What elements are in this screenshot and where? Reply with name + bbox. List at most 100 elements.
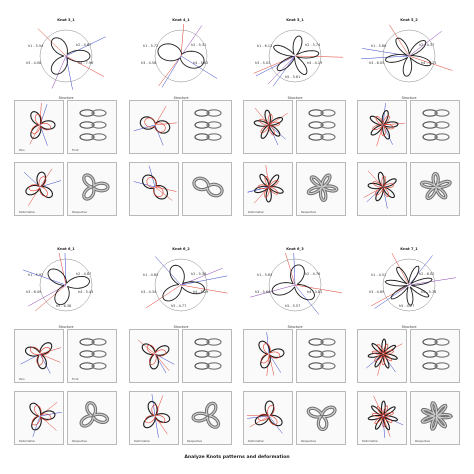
boundary-circle <box>39 258 93 312</box>
knot-title: Knot 6_3 <box>286 247 304 251</box>
deformation-panel: Deformation <box>357 391 407 445</box>
panel-caption: Deformation <box>362 440 379 443</box>
knot-curve <box>50 37 91 75</box>
deformation-panel: Deformation <box>243 391 293 445</box>
boundary-circle <box>39 29 93 83</box>
knot-title: Knot 3_1 <box>57 18 75 22</box>
height-label: h1 - 5.54 <box>28 44 43 48</box>
guide-line <box>65 55 73 90</box>
boundary-circle <box>268 29 322 83</box>
knot-title: Knot 7_1 <box>400 247 418 251</box>
panel-caption: Front <box>72 378 79 381</box>
front-view-panel: Front <box>67 100 117 154</box>
perspective-panel: Perspective <box>67 162 117 216</box>
section-label: Structure <box>287 96 303 100</box>
deformation-panel: Deformation <box>14 162 64 216</box>
height-label: h1 - 5.92 <box>28 273 43 277</box>
panel-caption: Perspective <box>187 440 203 443</box>
height-label: h1 - 6.13 <box>257 44 272 48</box>
guide-line <box>35 284 67 312</box>
height-label: h2 - 5.36 <box>191 272 206 276</box>
section-label: Structure <box>401 96 417 100</box>
knot-curve <box>385 37 432 77</box>
perspective-panel: Perspective <box>410 391 460 445</box>
knot-title: Knot 6_1 <box>57 247 75 251</box>
guide-line <box>51 55 67 89</box>
boundary-circle <box>382 29 436 83</box>
height-label: h3 - 4.58 <box>141 61 156 65</box>
deformation-panel: Deformation <box>243 162 293 216</box>
guide-line <box>285 253 296 286</box>
boundary-circle <box>382 258 436 312</box>
perspective-panel: Perspective <box>67 391 117 445</box>
height-label: h5 - 5.61 <box>285 75 300 79</box>
front-view-panel <box>182 100 232 154</box>
height-label: h3 - 5.02 <box>255 61 270 65</box>
perspective-panel <box>410 162 460 216</box>
guide-line <box>180 275 228 286</box>
guide-line <box>389 24 410 57</box>
guide-line <box>255 55 296 77</box>
section-label: Structure <box>287 325 303 329</box>
height-label: h3 - 4.34 <box>141 290 156 294</box>
plan-view-panel <box>129 100 179 154</box>
panel-caption: Perspective <box>301 440 317 443</box>
guide-line <box>253 55 296 74</box>
structure-diagram: h1 - 5.54 h2 - 4.87 h3 - 4.08 h4 - 7.96 <box>26 28 106 90</box>
knot-title: Knot 4_1 <box>172 18 190 22</box>
knot-title: Knot 6_2 <box>172 247 190 251</box>
plan-view-panel <box>243 100 293 154</box>
height-label: h2 - 4.87 <box>76 43 91 47</box>
guide-line <box>37 28 67 57</box>
plan-view-panel <box>357 100 407 154</box>
section-label: Structure <box>58 96 74 100</box>
height-label: h2 - 4.76 <box>305 272 320 276</box>
boundary-circle <box>154 258 208 312</box>
deformation-panel <box>129 162 179 216</box>
plan-view-panel <box>129 329 179 383</box>
front-view-panel <box>182 329 232 383</box>
guide-line <box>294 284 342 294</box>
front-view-panel <box>410 329 460 383</box>
panel-caption: Deformation <box>248 211 265 214</box>
front-view-panel <box>296 100 346 154</box>
perspective-panel: Perspective <box>296 391 346 445</box>
height-label: h2 - 4.37 <box>419 43 434 47</box>
height-label: h4 - 7.96 <box>78 61 93 65</box>
panel-caption: Deformation <box>248 440 265 443</box>
height-label: h1 - 5.72 <box>143 44 158 48</box>
guide-line <box>154 256 182 286</box>
knot-curve <box>273 35 320 75</box>
height-label: h1 - 5.63 <box>257 273 272 277</box>
guide-line <box>371 284 410 307</box>
front-view-panel: Front <box>67 329 117 383</box>
panel-caption: Deformation <box>19 440 36 443</box>
perspective-panel <box>182 162 232 216</box>
panel-caption: Front <box>72 149 79 152</box>
panel-caption: Deformation <box>19 211 36 214</box>
guide-line <box>22 269 67 286</box>
panel-caption: Perspective <box>301 211 317 214</box>
guide-line <box>65 36 106 57</box>
panel-caption: Perspective <box>415 440 431 443</box>
height-label: h3 - 4.08 <box>26 61 41 65</box>
height-label: h4 - 5.78 <box>421 290 436 294</box>
guide-line <box>180 25 203 57</box>
height-label: h1 - 4.51 <box>371 273 386 277</box>
boundary-circle <box>268 258 322 312</box>
perspective-panel: Perspective <box>182 391 232 445</box>
height-label: h5 - 4.77 <box>171 304 186 308</box>
guide-line <box>65 55 105 77</box>
height-label: h5 - 5.57 <box>285 304 300 308</box>
knot-curve <box>157 43 205 69</box>
deformation-panel: Deformation <box>129 391 179 445</box>
perspective-panel: Perspective <box>296 162 346 216</box>
panel-caption: Perspective <box>72 440 88 443</box>
knot-title: Knot 5_1 <box>286 18 304 22</box>
height-label: h5 - 4.27 <box>399 304 414 308</box>
